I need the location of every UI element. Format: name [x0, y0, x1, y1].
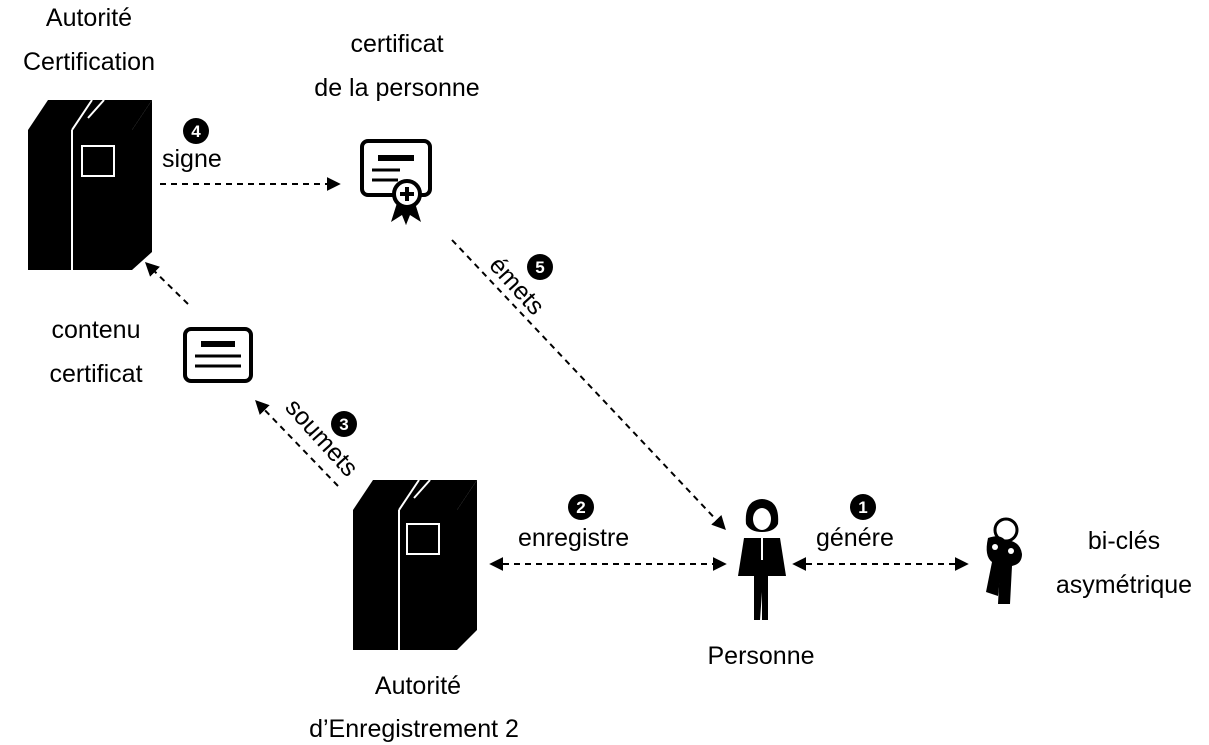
step-number-4: 4	[191, 122, 201, 141]
person-label: Personne	[707, 642, 814, 670]
step-number-5: 5	[535, 258, 544, 277]
keys-label-line1: bi-clés	[1088, 527, 1160, 555]
document-icon	[183, 327, 253, 383]
ra-label-line2: d’Enregistrement 2	[309, 715, 519, 743]
step-number-1: 1	[858, 498, 867, 517]
ca-label-line2: Certification	[23, 48, 155, 76]
step-badge-4: 4	[183, 118, 209, 144]
ra-server-icon	[353, 479, 477, 650]
keys-label-line2: asymétrique	[1056, 571, 1192, 599]
arrow-to-ca	[144, 262, 189, 305]
edge-label-genere: génére	[816, 524, 894, 552]
keys-icon	[986, 517, 1022, 604]
content-label-line2: certificat	[49, 360, 142, 388]
certificate-label-line2: de la personne	[314, 74, 479, 102]
step-badge-3: 3	[331, 411, 357, 437]
arrow-emets	[451, 239, 726, 531]
step-badge-5: 5	[527, 254, 553, 280]
ca-server-icon	[28, 99, 152, 270]
step-number-2: 2	[576, 498, 585, 517]
step-number-3: 3	[339, 415, 348, 434]
ca-label-line1: Autorité	[46, 4, 132, 32]
arrow-soumets	[255, 399, 339, 487]
content-label-line1: contenu	[52, 316, 141, 344]
certificate-icon	[360, 139, 432, 225]
ra-label-line1: Autorité	[375, 672, 461, 700]
edge-label-enregistre: enregistre	[518, 524, 629, 552]
certificate-label-line1: certificat	[350, 30, 443, 58]
edge-label-signe: signe	[162, 145, 222, 173]
step-badge-1: 1	[850, 494, 876, 520]
person-icon	[738, 499, 786, 620]
step-badge-2: 2	[568, 494, 594, 520]
